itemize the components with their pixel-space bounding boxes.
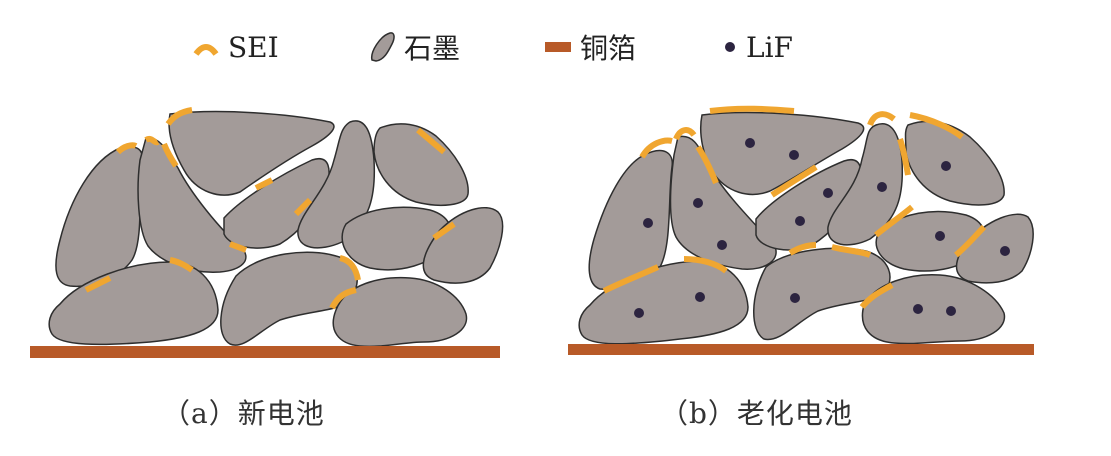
sei-segments <box>602 105 987 309</box>
panel-a-new-battery <box>20 100 520 370</box>
caption-panel-a: （a）新电池 <box>162 397 325 430</box>
lif-dot-icon <box>725 42 735 52</box>
legend-item-copper-foil: 铜箔 <box>544 22 636 72</box>
graphite-particles <box>578 111 1034 345</box>
caption-panel-b: （b）老化电池 <box>660 397 853 430</box>
legend-label-copper-foil: 铜箔 <box>580 32 637 65</box>
legend-label-graphite: 石墨 <box>404 32 461 65</box>
graphite-particles <box>48 110 504 348</box>
electrode-diagram-aged <box>568 105 1034 355</box>
panel-b-aged-battery <box>560 95 1050 370</box>
copper-foil <box>568 344 1034 355</box>
legend-item-sei: SEI <box>192 22 279 72</box>
lif-deposits <box>634 138 1010 318</box>
sei-segments <box>84 107 456 310</box>
graphite-particle-icon <box>371 32 395 62</box>
electrode-diagram-new <box>30 107 504 358</box>
legend-item-lif: LiF <box>722 22 793 72</box>
sei-arc-icon <box>193 44 219 56</box>
legend-label-sei: SEI <box>228 30 279 64</box>
legend: SEI 石墨 铜箔 LiF <box>0 22 1111 72</box>
copper-foil-icon <box>545 42 571 52</box>
legend-label-lif: LiF <box>746 30 793 64</box>
legend-item-graphite: 石墨 <box>368 22 460 72</box>
copper-foil <box>30 346 500 358</box>
